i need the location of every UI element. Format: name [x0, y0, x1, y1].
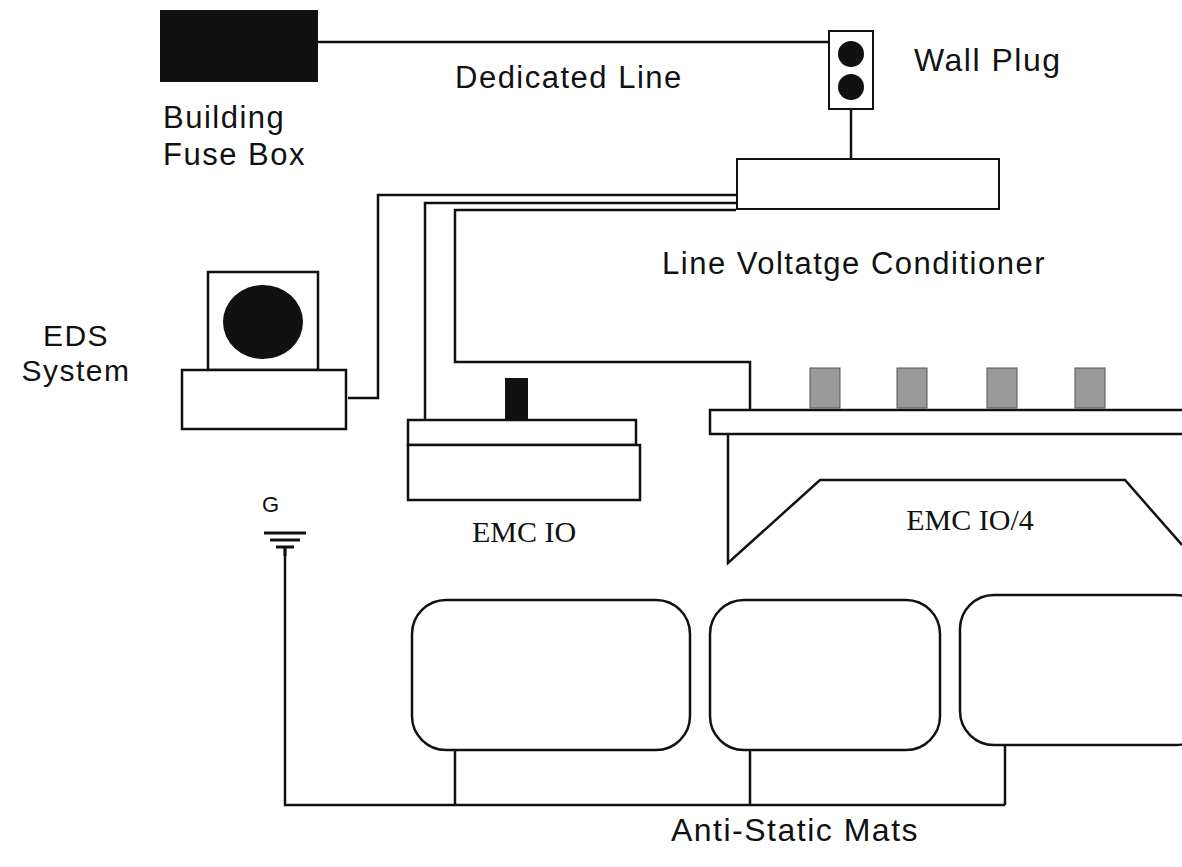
computer-symbol	[180, 270, 348, 432]
emc-instrument-4: EMC IO/4	[708, 366, 1182, 566]
line-conditioner: Line Voltatge Conditioner	[736, 158, 1000, 210]
outlet	[838, 74, 864, 100]
fuse-box: Building Fuse Box	[160, 10, 318, 82]
port	[810, 368, 840, 408]
column	[505, 378, 528, 422]
wire	[425, 203, 736, 420]
eds-system: EDS System	[180, 270, 348, 432]
housing	[728, 434, 1182, 563]
mats-label: Anti-Static Mats	[671, 812, 919, 850]
instrument-symbol	[406, 376, 642, 502]
anti-static-mat	[710, 600, 940, 750]
node-label: Building Fuse Box	[163, 100, 338, 173]
anti-static-mat	[412, 600, 690, 750]
monitor	[208, 272, 318, 370]
wire	[318, 41, 828, 44]
port	[897, 368, 927, 408]
wire	[348, 195, 736, 398]
plug-outlets	[830, 32, 876, 112]
ground-wire	[285, 548, 1005, 805]
node-label: EDS System	[6, 318, 146, 389]
edge-label: Dedicated Line	[455, 60, 683, 97]
port	[1075, 368, 1105, 408]
anti-static-mat	[960, 595, 1182, 745]
wall-plug: Wall Plug	[828, 30, 874, 110]
ground-symbol	[264, 533, 306, 556]
computer-base	[182, 370, 346, 429]
wire	[455, 210, 750, 410]
node-label: EMC IO/4	[820, 502, 1120, 537]
wire	[850, 110, 853, 158]
plate	[710, 410, 1182, 434]
node-label: Wall Plug	[914, 42, 1061, 80]
node-label: Line Voltatge Conditioner	[662, 246, 1046, 283]
base	[408, 445, 640, 500]
ground-label: G	[262, 492, 281, 518]
port	[987, 368, 1017, 408]
outlet	[838, 41, 864, 67]
node-label: EMC IO	[406, 514, 642, 549]
screen	[223, 285, 303, 359]
plate	[408, 420, 636, 445]
emc-instrument: EMC IO	[406, 376, 642, 502]
